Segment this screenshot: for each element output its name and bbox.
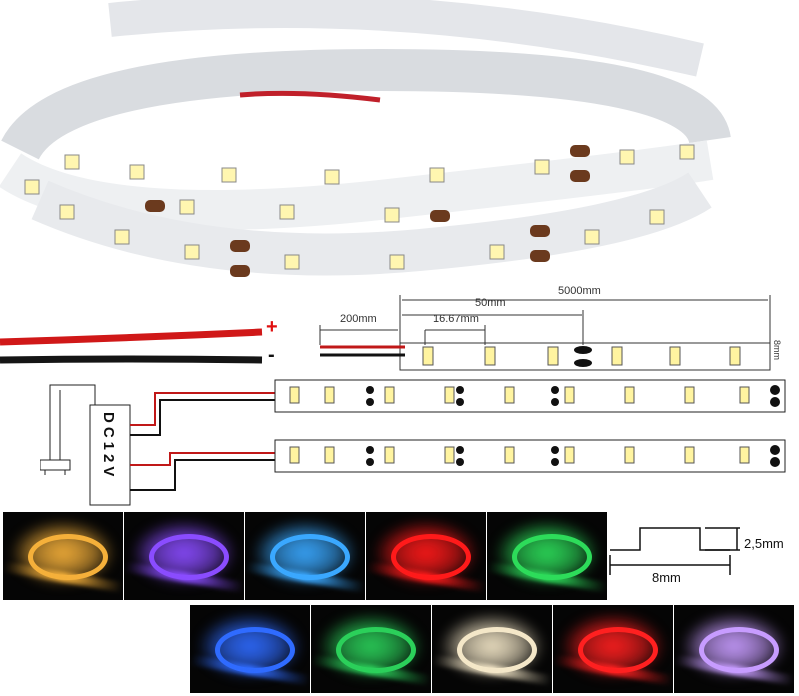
color-swatch [311, 605, 431, 693]
profile-width-label: 8mm [652, 570, 681, 585]
color-swatch [3, 512, 123, 600]
dimension-diagram [319, 295, 771, 371]
color-swatch [674, 605, 794, 693]
profile-height-label: 2,5mm [744, 536, 784, 551]
profile-diagram [609, 527, 740, 575]
minus-label: - [268, 344, 275, 366]
power-wire [0, 328, 263, 364]
lead-length-label: 200mm [340, 313, 377, 325]
total-length-label: 5000mm [558, 285, 601, 297]
power-supply-label: DC12V [100, 412, 117, 481]
plus-label: + [266, 316, 278, 338]
color-swatch [553, 605, 673, 693]
led-strip-photo [0, 0, 799, 290]
color-swatch [487, 512, 607, 600]
color-swatch [366, 512, 486, 600]
segment-length-label: 50mm [475, 297, 506, 309]
color-swatch [245, 512, 365, 600]
led-pitch-label: 16.67mm [433, 313, 479, 325]
wiring-diagram [40, 379, 786, 506]
color-swatch [432, 605, 552, 693]
strip-width-label: 8mm [772, 340, 782, 360]
color-swatch [190, 605, 310, 693]
color-swatch [124, 512, 244, 600]
